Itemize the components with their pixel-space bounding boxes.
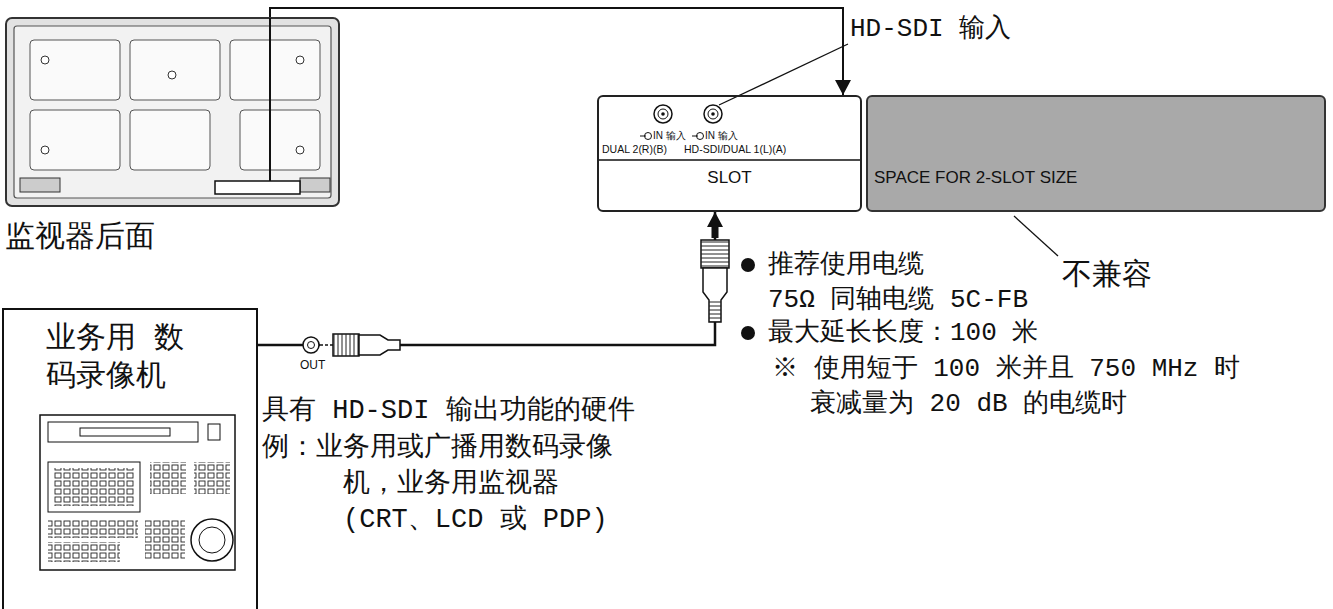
connector-line — [258, 212, 715, 345]
connector-line — [270, 8, 843, 95]
monitor-rear — [6, 18, 339, 206]
bullet-text: 最大延长长度：100 米 — [768, 318, 1038, 349]
arrow-shaft — [712, 224, 719, 238]
node-text: SLOT — [599, 168, 860, 188]
unsupported-slot: SPACE FOR 2-SLOT SIZE — [866, 95, 1326, 212]
arrow-head — [835, 80, 851, 95]
bnc-inputs — [599, 105, 860, 160]
node-text: 监视器后面 — [5, 220, 155, 256]
note-text: 具有 HD-SDI 输出功能的硬件 — [262, 395, 635, 427]
port-label: IN 输入 — [705, 130, 738, 142]
node-text: SPACE FOR 2-SLOT SIZE — [874, 168, 1077, 188]
bnc-plug — [701, 240, 729, 322]
callout-label: HD-SDI 输入 — [850, 14, 1011, 45]
bullet-text: 推荐使用电缆 75Ω 同轴电缆 5C-FB — [768, 248, 1068, 318]
wrap-spacer — [938, 248, 1068, 249]
connector — [270, 8, 851, 95]
out-jack-and-plug — [303, 334, 400, 356]
node-text: 业务用 数码录像机 — [46, 320, 211, 396]
port-label: IN 输入 — [653, 130, 686, 142]
jack-label: OUT — [300, 358, 325, 372]
vcr-device — [40, 415, 235, 570]
connector — [258, 212, 723, 345]
bullet-dot — [741, 258, 755, 272]
monitor-rear: 监视器后面 — [5, 18, 340, 258]
bullet-dot — [741, 326, 755, 340]
port-name: HD-SDI/DUAL 1(L)(A) — [684, 143, 786, 156]
note-text: ※ 使用短于 100 米并且 750 MHz 时 衰减量为 20 dB 的电缆时 — [772, 352, 1280, 422]
vcr-box: 业务用 数码录像机 — [2, 308, 258, 609]
port-name: DUAL 2(R)(B) — [602, 143, 667, 156]
leader-line — [1014, 216, 1058, 256]
note-text: 例：业务用或广播用数码录像机，业务用监视器 (CRT、LCD 或 PDP) — [262, 430, 643, 538]
callout-label: 不兼容 — [1062, 258, 1152, 294]
